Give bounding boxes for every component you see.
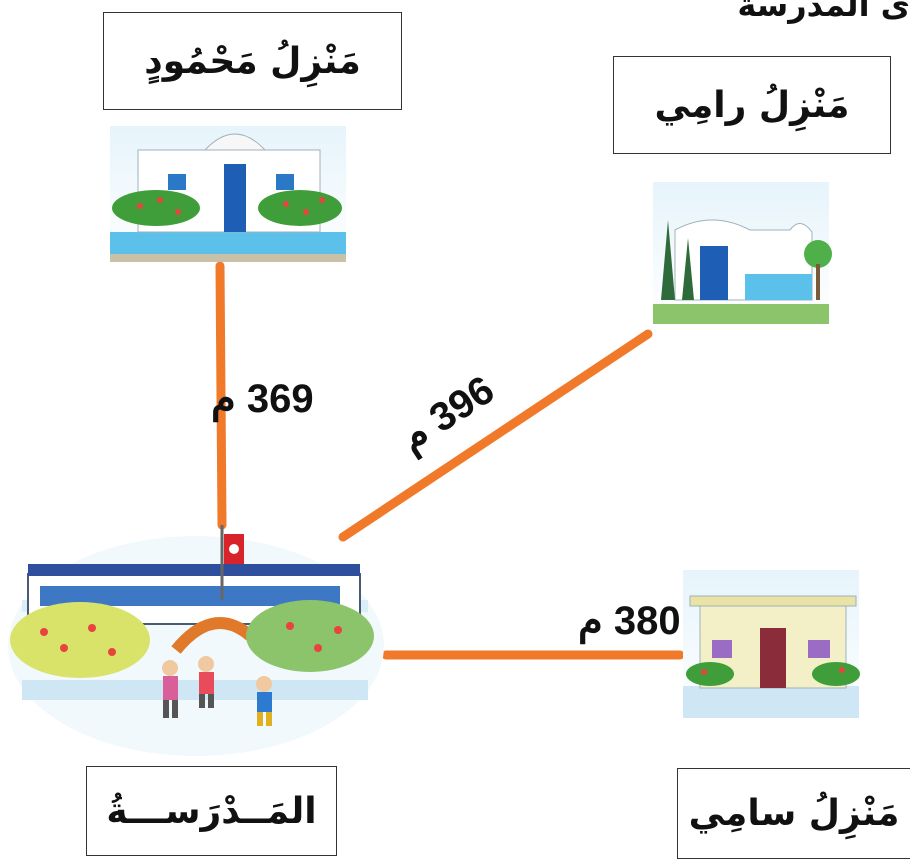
- student-figure-2: [198, 656, 214, 708]
- distance-label-mahmoud: 369 م: [211, 377, 314, 423]
- house-mahmoud-illustration: [110, 126, 346, 262]
- connector-paths: [215, 261, 685, 660]
- path-school-to-mahmoud: [215, 261, 227, 530]
- path-school-to-rami: [338, 329, 653, 542]
- school-illustration: [8, 525, 384, 756]
- house-sami-illustration: [683, 570, 860, 718]
- student-figure-1: [162, 660, 178, 718]
- header-text-fragment: ى المدرسة: [737, 0, 910, 24]
- label-mahmoud-house: مَنْزِلُ مَحْمُودٍ: [103, 12, 402, 110]
- distance-label-rami: 396 م: [392, 368, 503, 462]
- label-sami-house: مَنْزِلُ سامِي: [677, 768, 910, 859]
- label-rami-house: مَنْزِلُ رامِي: [613, 56, 891, 154]
- distance-label-sami: 380 م: [578, 599, 681, 645]
- label-school: المَــدْرَســـةُ: [86, 766, 337, 856]
- student-figure-3: [256, 676, 272, 726]
- house-rami-illustration: [653, 182, 832, 324]
